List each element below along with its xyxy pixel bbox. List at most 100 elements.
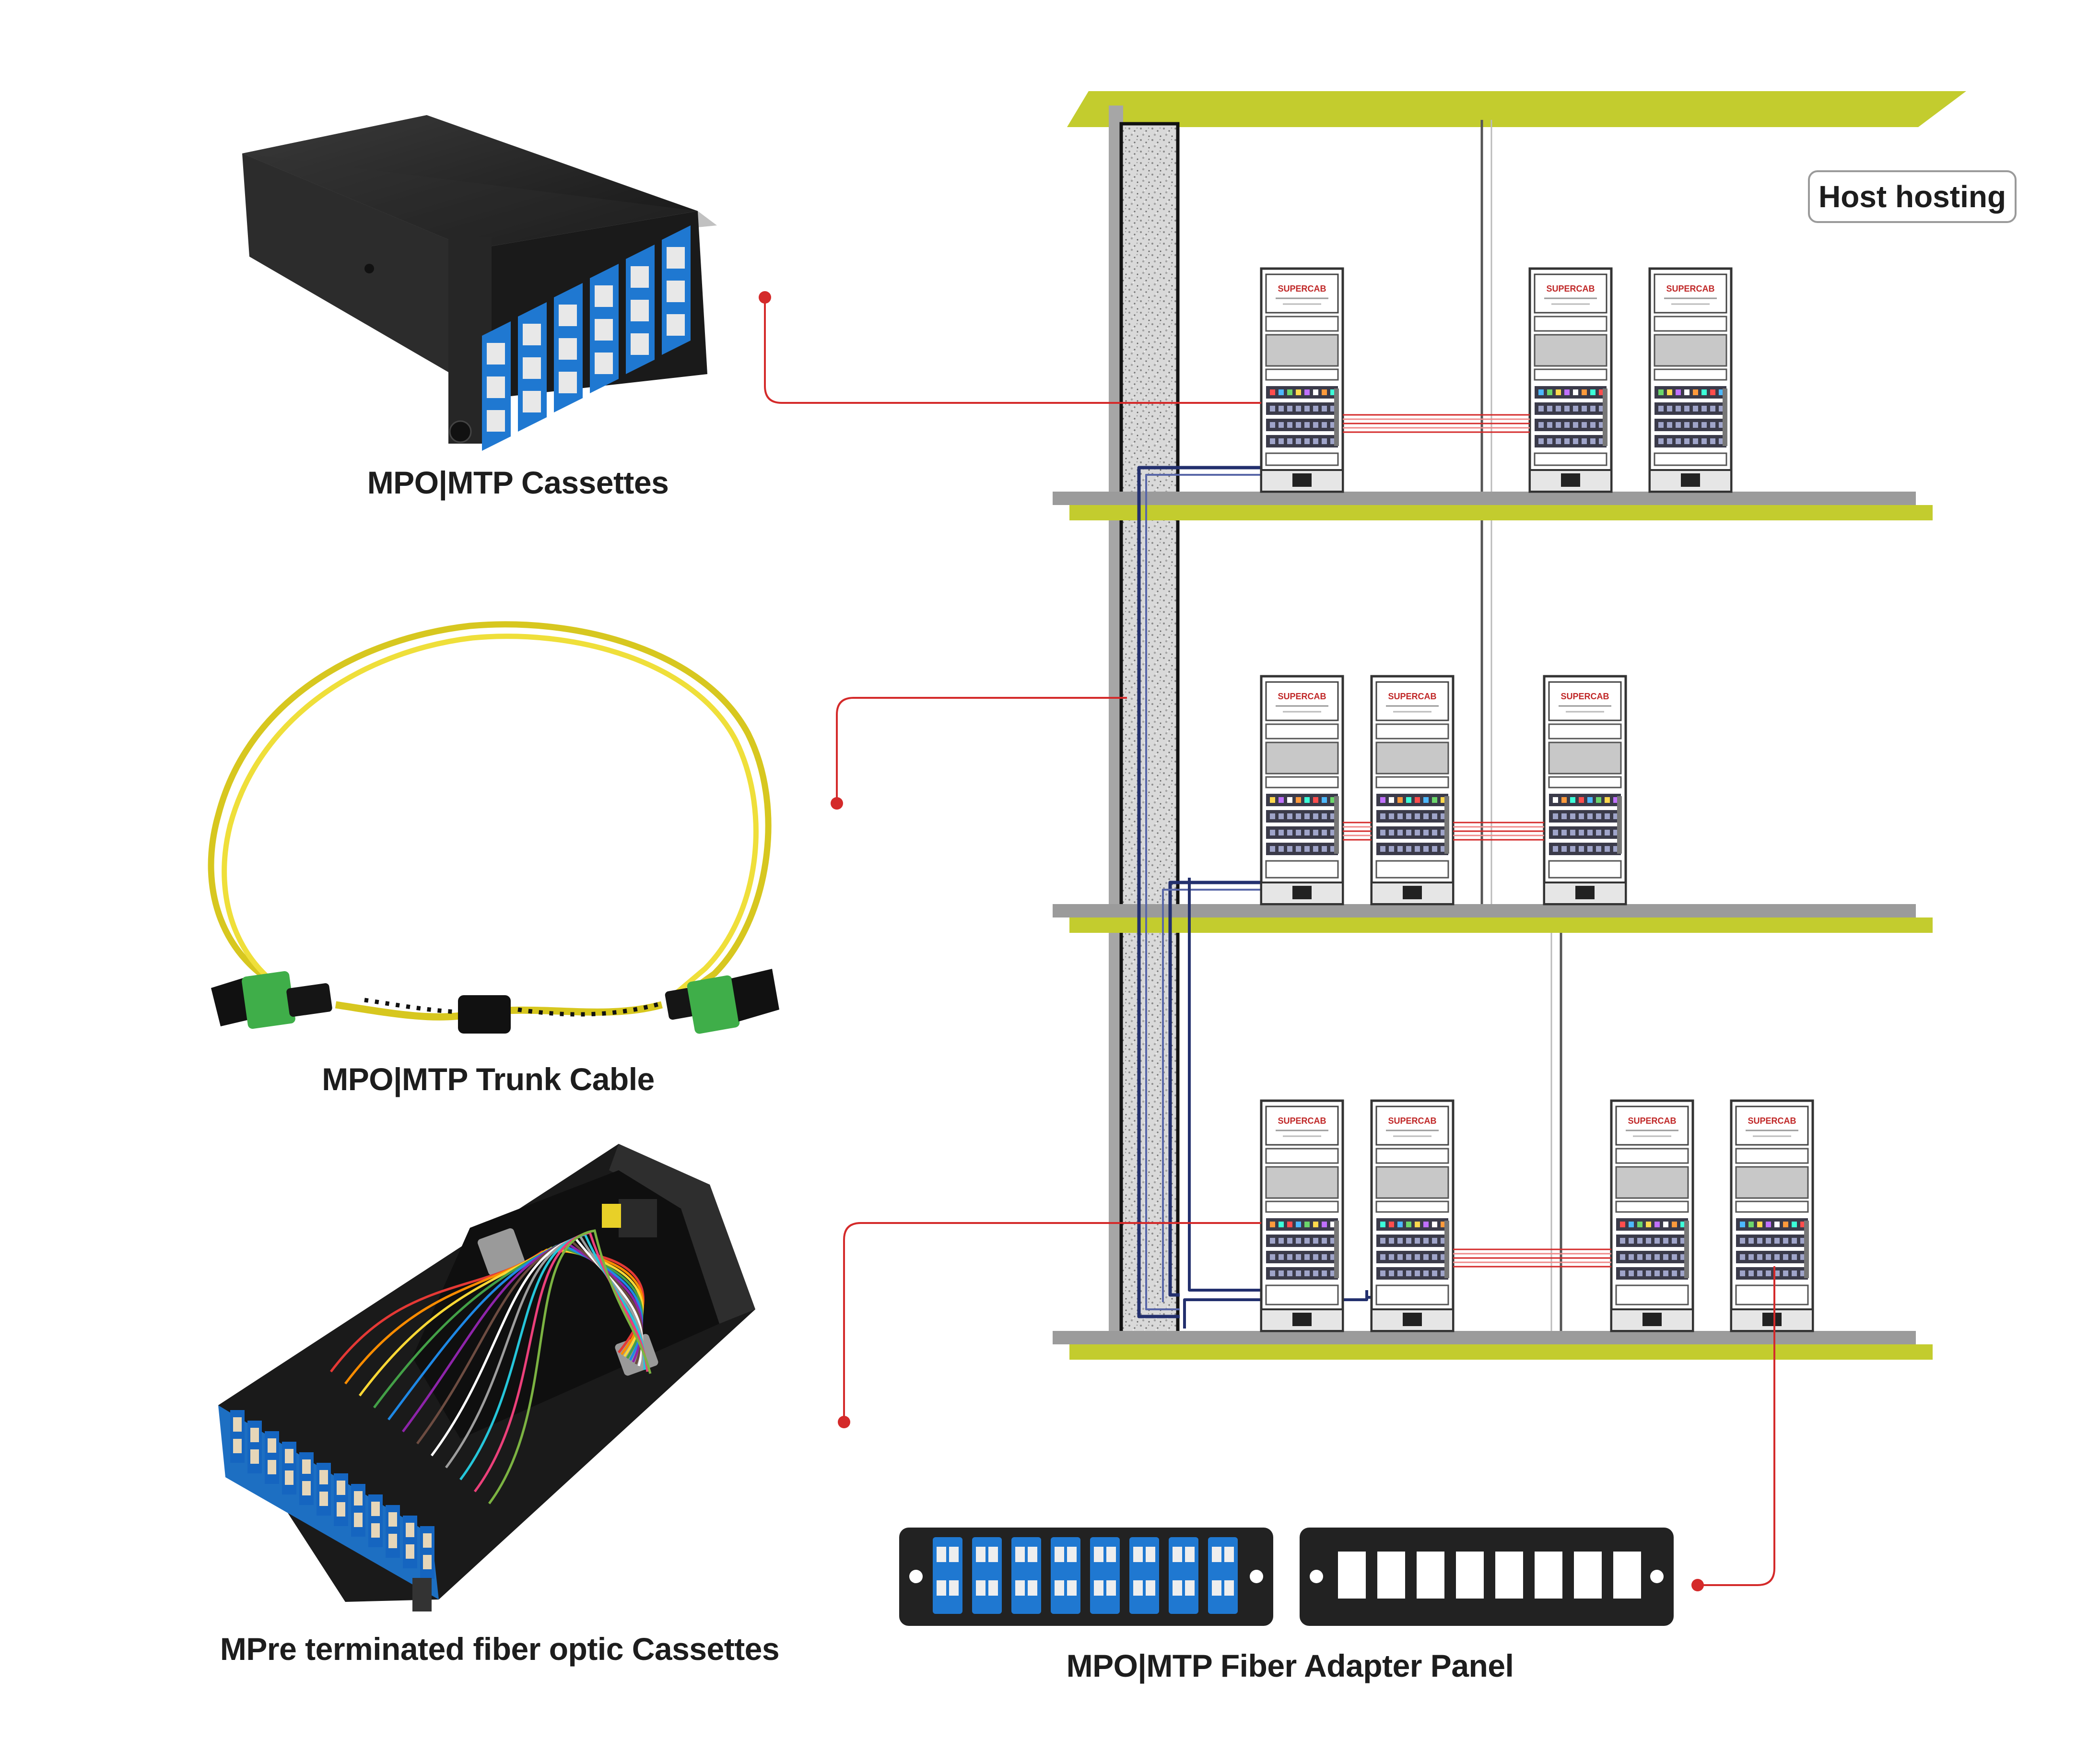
adapter-slot bbox=[1574, 1552, 1602, 1599]
rack-brand-label: SUPERCAB bbox=[1546, 284, 1595, 294]
floor-1 bbox=[1053, 492, 1933, 520]
lc-connector bbox=[233, 1439, 242, 1453]
rack-cabinet: SUPERCAB bbox=[1730, 1099, 1814, 1332]
lc-connector bbox=[250, 1428, 259, 1442]
callout-dots bbox=[759, 291, 1704, 1591]
label-host-hosting: Host hosting bbox=[1808, 170, 2017, 223]
fiber-strand bbox=[488, 1229, 652, 1505]
rack-brand-label: SUPERCAB bbox=[1278, 692, 1326, 701]
mpo-cassette-image bbox=[242, 115, 717, 451]
lc-port bbox=[523, 357, 541, 379]
callout-dot bbox=[831, 797, 843, 810]
lc-port bbox=[595, 319, 613, 341]
lc-connector bbox=[406, 1523, 414, 1537]
label-trunk-cable: MPO|MTP Trunk Cable bbox=[322, 1061, 655, 1097]
lc-connector bbox=[319, 1470, 328, 1484]
lc-port bbox=[559, 338, 577, 360]
label-mpo-cassettes: MPO|MTP Cassettes bbox=[367, 465, 669, 500]
mpo-connector-left bbox=[211, 971, 332, 1029]
mpo-connector-right bbox=[665, 969, 779, 1034]
lc-connector bbox=[406, 1544, 414, 1559]
lc-connector bbox=[388, 1512, 397, 1527]
building-cross-section bbox=[1053, 91, 1966, 1360]
lc-port bbox=[667, 247, 685, 269]
lc-connector bbox=[285, 1470, 293, 1485]
lc-port bbox=[523, 391, 541, 412]
adapter-slot bbox=[1613, 1552, 1641, 1599]
trunk-cable-image bbox=[208, 621, 772, 1021]
lc-port bbox=[631, 300, 649, 321]
lc-port bbox=[631, 333, 649, 355]
roof-slab bbox=[1067, 91, 1966, 127]
lc-port bbox=[631, 266, 649, 288]
lc-port bbox=[667, 281, 685, 302]
rack-cabinet: SUPERCAB bbox=[1543, 675, 1627, 906]
adapter-slot bbox=[1456, 1552, 1484, 1599]
rack-brand-label: SUPERCAB bbox=[1748, 1116, 1796, 1126]
lc-connector bbox=[302, 1459, 311, 1474]
rack-brand-label: SUPERCAB bbox=[1388, 1116, 1436, 1126]
lc-connector bbox=[285, 1449, 293, 1463]
callout-lines bbox=[764, 297, 1775, 1586]
adapter-slot bbox=[1417, 1552, 1444, 1599]
lc-port bbox=[595, 353, 613, 374]
rack-brand-label: SUPERCAB bbox=[1388, 692, 1436, 701]
lc-port bbox=[595, 285, 613, 307]
adapter-slot bbox=[1338, 1552, 1366, 1599]
lc-port bbox=[487, 410, 505, 432]
lc-connector bbox=[423, 1555, 432, 1569]
rack-brand-label: SUPERCAB bbox=[1560, 692, 1609, 701]
label-fiber-adapter-panel: MPO|MTP Fiber Adapter Panel bbox=[1066, 1648, 1514, 1683]
adapter-slot bbox=[1495, 1552, 1523, 1599]
lc-connector bbox=[337, 1502, 345, 1517]
lc-connector bbox=[371, 1523, 380, 1538]
lc-connector bbox=[354, 1513, 363, 1527]
adapter-slot bbox=[1377, 1552, 1405, 1599]
rack-cabinet: SUPERCAB bbox=[1260, 1099, 1344, 1332]
lc-connector bbox=[423, 1533, 432, 1548]
lc-connector bbox=[388, 1534, 397, 1548]
preterminated-cassette-image bbox=[218, 1144, 755, 1611]
rack-cabinet: SUPERCAB bbox=[1370, 1099, 1455, 1332]
lc-connector bbox=[302, 1481, 311, 1495]
adapter-panel-empty bbox=[1300, 1528, 1674, 1626]
lc-port bbox=[559, 305, 577, 326]
fiber-strand bbox=[459, 1233, 646, 1481]
lc-connector bbox=[337, 1481, 345, 1495]
rack-brand-label: SUPERCAB bbox=[1666, 284, 1714, 294]
rack-brand-label: SUPERCAB bbox=[1628, 1116, 1676, 1126]
lc-port bbox=[559, 372, 577, 393]
lc-connector bbox=[371, 1502, 380, 1516]
rack-cabinet: SUPERCAB bbox=[1260, 675, 1344, 906]
rack-cabinet: SUPERCAB bbox=[1648, 267, 1733, 493]
lc-port bbox=[487, 343, 505, 365]
riser-shaft bbox=[1119, 122, 1180, 1353]
callout-dot bbox=[1691, 1579, 1704, 1591]
rack-cabinet: SUPERCAB bbox=[1528, 267, 1613, 493]
lc-connector bbox=[319, 1492, 328, 1506]
lc-connector bbox=[268, 1438, 276, 1453]
floor-2 bbox=[1053, 904, 1933, 933]
lc-connector bbox=[233, 1417, 242, 1432]
lc-port bbox=[523, 324, 541, 345]
rack-cabinets: SUPERCAB SUPERCAB SUPERCAB SUPERCAB SUPERCAB… bbox=[1260, 267, 1814, 1332]
callout-dot bbox=[759, 291, 771, 304]
callout-dot bbox=[838, 1416, 850, 1428]
lc-connector bbox=[354, 1491, 363, 1505]
lc-connector bbox=[268, 1460, 276, 1474]
rack-cabinet: SUPERCAB bbox=[1370, 675, 1455, 906]
lc-port bbox=[487, 376, 505, 398]
adapter-panel-loaded bbox=[899, 1528, 1273, 1626]
lc-port bbox=[667, 314, 685, 336]
label-preterminated-cassettes: MPre terminated fiber optic Cassettes bbox=[220, 1631, 780, 1667]
rack-cabinet: SUPERCAB bbox=[1610, 1099, 1694, 1332]
rack-brand-label: SUPERCAB bbox=[1278, 284, 1326, 294]
fiber-links bbox=[1343, 414, 1611, 1268]
adapter-slot bbox=[1535, 1552, 1562, 1599]
fiber-strand bbox=[473, 1231, 649, 1493]
floor-3 bbox=[1053, 1331, 1933, 1360]
rack-brand-label: SUPERCAB bbox=[1278, 1116, 1326, 1126]
lc-connector bbox=[250, 1449, 259, 1464]
